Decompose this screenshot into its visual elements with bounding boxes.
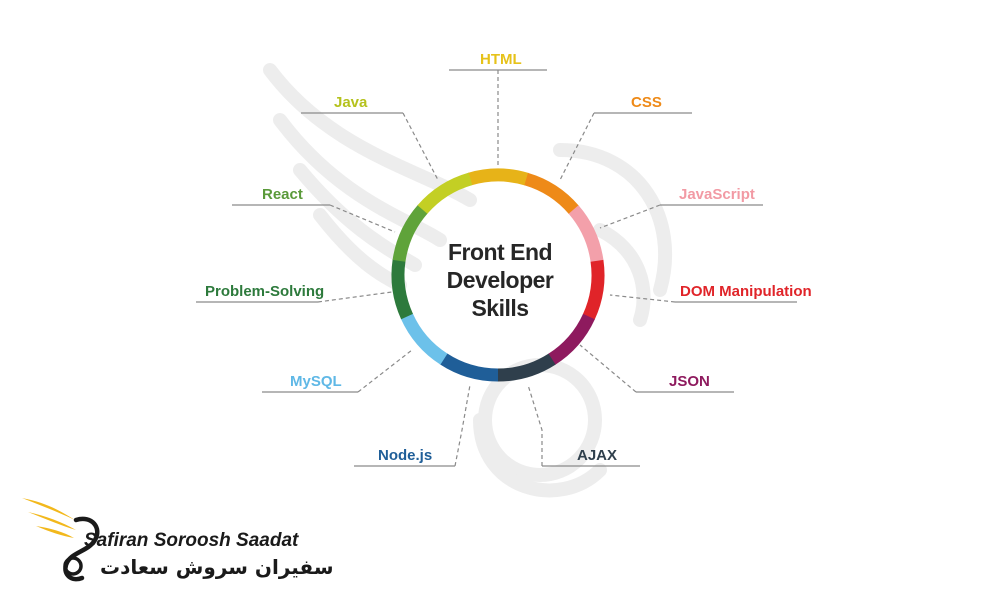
skill-label-mysql: MySQL <box>290 373 342 390</box>
bird-logo-icon <box>22 498 100 582</box>
skill-label-java: Java <box>334 94 368 111</box>
ring-segment-react <box>392 204 428 262</box>
skill-label-javascript: JavaScript <box>679 186 755 203</box>
connector-react <box>329 204 396 233</box>
ring-segment-problem-solving <box>391 259 414 320</box>
connector-dom <box>609 294 676 303</box>
center-title-line-2: Developer <box>446 267 554 293</box>
skill-label-dom-manipulation: DOM Manipulation <box>680 283 812 300</box>
ring-segment-dom-manipulation <box>582 259 605 320</box>
skill-label-nodejs: Node.js <box>378 447 433 464</box>
ring-segment-json <box>547 313 595 365</box>
skill-label-css: CSS <box>631 94 662 111</box>
skill-label-json: JSON <box>669 373 710 390</box>
skill-label-ajax: AJAX <box>577 447 618 464</box>
ring-segment-mysql <box>400 313 448 365</box>
connector-java <box>402 112 439 181</box>
connector-problem-solving <box>317 291 393 303</box>
ring-segment-javascript <box>568 205 604 263</box>
connector-lines <box>196 69 797 467</box>
skill-label-html: HTML <box>480 51 522 68</box>
logo-wordmark-farsi: سفیران سروش سعادت <box>100 555 334 579</box>
connector-json <box>579 344 637 393</box>
ring-segment-css <box>524 172 579 215</box>
skill-label-problem-solving: Problem-Solving <box>205 283 325 300</box>
connector-nodejs <box>454 384 471 467</box>
logo-wordmark-latin: Safiran Soroosh Saadat <box>84 530 299 551</box>
center-title-line-1: Front End <box>447 239 553 265</box>
ring-segment-html <box>468 168 529 186</box>
center-title-line-3: Skills <box>471 295 529 321</box>
connector-javascript <box>599 204 661 229</box>
ring-segment-ajax <box>497 353 556 382</box>
connector-mysql <box>357 349 413 393</box>
diagram-center-title: Front End Developer Skills <box>420 238 580 322</box>
ring-segment-java <box>417 172 473 214</box>
skill-label-react: React <box>262 186 303 203</box>
ring-segment-node-js <box>439 353 499 382</box>
connector-css <box>559 112 595 181</box>
connector-ajax <box>527 384 543 466</box>
skills-ring <box>391 168 605 382</box>
